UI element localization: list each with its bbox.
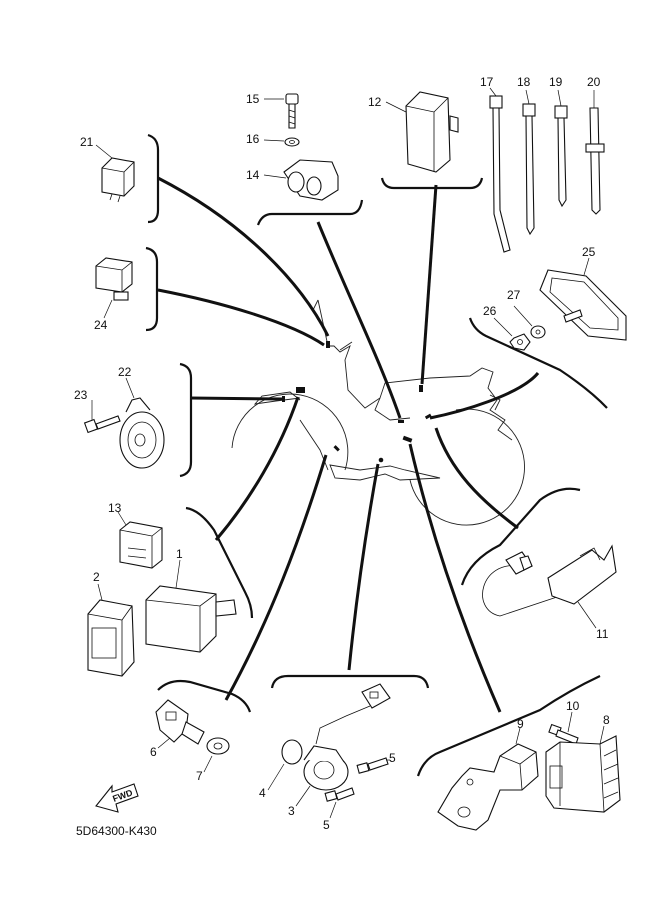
ignitor-unit-part-1	[145, 559, 237, 653]
relay-part-24	[95, 257, 133, 319]
callout-26: 26	[483, 304, 497, 318]
callout-20: 20	[587, 75, 601, 89]
figure-code: 5D64300-K430	[76, 824, 157, 838]
callout-14: 14	[246, 168, 260, 182]
callout-1: 1	[176, 547, 183, 561]
rectifier-part-8	[545, 725, 621, 813]
callout-8: 8	[603, 713, 610, 727]
cable-tie-part-18	[522, 89, 536, 236]
relay-part-13	[117, 511, 163, 569]
callout-labels: 1 2 3 4 5 5 6 7 8 9 10 11 12 13 14 15 16…	[74, 75, 610, 832]
callout-23: 23	[74, 388, 88, 402]
bracket-part-14	[263, 159, 339, 201]
washer-part-27	[513, 305, 583, 339]
callout-5a: 5	[389, 751, 396, 765]
rubber-cover-part-25	[539, 257, 627, 341]
horn-part-22	[119, 377, 165, 469]
callout-18: 18	[517, 75, 531, 89]
callout-19: 19	[549, 75, 563, 89]
callout-3: 3	[288, 804, 295, 818]
cable-tie-part-19	[554, 89, 568, 208]
flasher-relay-part-12	[385, 91, 459, 173]
grouping-brackets	[145, 133, 608, 777]
cable-tie-part-20	[585, 90, 605, 215]
callout-17: 17	[480, 75, 494, 89]
callout-12: 12	[368, 95, 382, 109]
callout-9: 9	[517, 717, 524, 731]
callout-27: 27	[507, 288, 521, 302]
sensor-lead-part-11	[482, 544, 617, 629]
callout-21: 21	[80, 135, 94, 149]
nut-part-26	[493, 317, 531, 351]
callout-24: 24	[94, 318, 108, 332]
bolt-part-10	[548, 711, 579, 745]
callout-7: 7	[196, 769, 203, 783]
gasket-part-7	[203, 737, 230, 773]
fwd-arrow-icon: FWD	[95, 783, 139, 813]
relay-part-21	[95, 144, 135, 203]
callout-4: 4	[259, 786, 266, 800]
sensor-part-6	[155, 699, 205, 749]
callout-13: 13	[108, 501, 122, 515]
callout-10: 10	[566, 699, 580, 713]
bolt-part-15	[264, 93, 299, 129]
callout-5b: 5	[323, 818, 330, 832]
cable-tie-part-17	[489, 87, 511, 253]
callout-2: 2	[93, 570, 100, 584]
pickup-coil-part-9	[437, 727, 539, 831]
bolt-part-23	[83, 400, 121, 434]
callout-11: 11	[596, 627, 609, 641]
bike-location-markers	[282, 341, 432, 463]
o-ring-part-4	[267, 739, 303, 791]
screw-part-5a	[356, 757, 390, 774]
callout-16: 16	[246, 132, 260, 146]
cdi-unit-part-2	[87, 583, 135, 677]
callout-6: 6	[150, 745, 157, 759]
callout-25: 25	[582, 245, 596, 259]
callout-22: 22	[118, 365, 132, 379]
washer-part-16	[263, 137, 300, 147]
screw-part-5b	[324, 787, 355, 819]
callout-15: 15	[246, 92, 260, 106]
leader-lines	[157, 176, 540, 713]
sensor-part-3	[295, 683, 391, 807]
